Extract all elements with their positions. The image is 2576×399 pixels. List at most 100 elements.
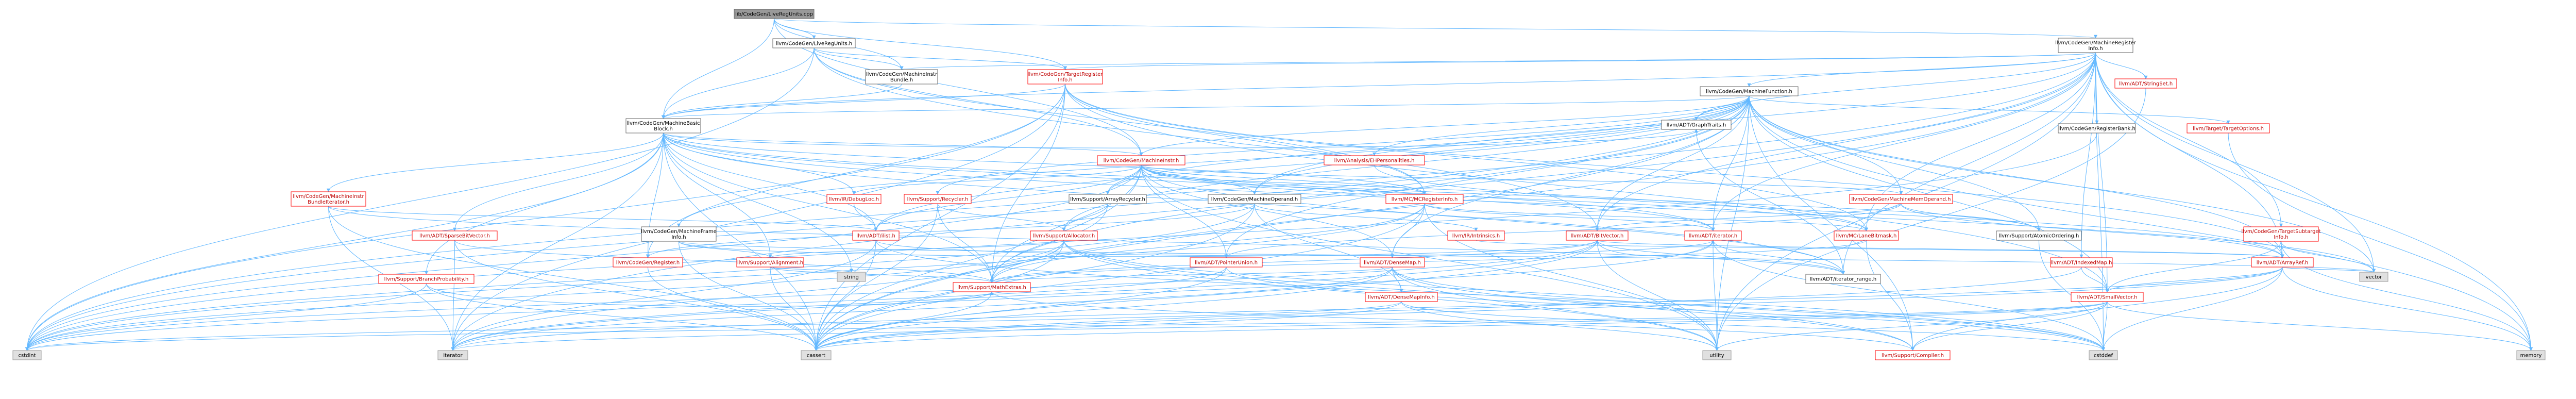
- node-alloc[interactable]: llvm/Support/Allocator.h: [1030, 230, 1098, 241]
- node-tgtopt[interactable]: llvm/Target/TargetOptions.h: [2187, 123, 2270, 134]
- edge-dmi-to-utility: [1401, 301, 1719, 351]
- node-itrange[interactable]: llvm/ADT/iterator_range.h: [1805, 274, 1881, 284]
- node-bprob[interactable]: llvm/Support/BranchProbability.h: [378, 274, 474, 284]
- node-smallvec[interactable]: llvm/ADT/SmallVector.h: [2071, 292, 2144, 302]
- edge-bitvec-to-mathext: [990, 240, 1598, 283]
- node-atomic[interactable]: llvm/Support/AtomicOrdering.h: [1996, 230, 2082, 241]
- node-label: llvm/ADT/ArrayRef.h: [2257, 260, 2309, 266]
- node-label: llvm/Support/Allocator.h: [1033, 234, 1095, 239]
- edge-mi-to-dbg: [852, 164, 1142, 195]
- node-label: llvm/Support/AtomicOrdering.h: [1999, 234, 2079, 239]
- node-mcreg[interactable]: llvm/MC/MCRegisterInfo.h: [1385, 194, 1464, 204]
- edge-mmo-to-arrayref: [1901, 203, 2284, 258]
- node-compiler[interactable]: llvm/Support/Compiler.h: [1875, 350, 1951, 360]
- node-utility[interactable]: utility: [1702, 350, 1732, 360]
- edge-alloc-to-cstdint: [25, 240, 1064, 351]
- node-label: llvm/Support/Compiler.h: [1882, 353, 1944, 359]
- edge-mbb-to-vector: [663, 132, 2376, 273]
- node-bitvec[interactable]: llvm/ADT/BitVector.h: [1566, 230, 1629, 241]
- node-mop[interactable]: llvm/CodeGen/MachineOperand.h: [1208, 194, 1301, 204]
- node-arrayref[interactable]: llvm/ADT/ArrayRef.h: [2251, 257, 2314, 268]
- node-box: [2187, 123, 2270, 134]
- node-register[interactable]: llvm/CodeGen/Register.h: [613, 257, 683, 268]
- node-mathext[interactable]: llvm/Support/MathExtras.h: [953, 282, 1031, 292]
- node-iter[interactable]: llvm/ADT/iterator.h: [1684, 230, 1742, 241]
- edge-dbg-to-ilist: [854, 203, 878, 231]
- node-box: [904, 194, 972, 204]
- edge-mcreg-to-densemap: [1391, 203, 1425, 258]
- node-string[interactable]: string: [837, 272, 866, 282]
- node-gtraits[interactable]: llvm/ADT/GraphTraits.h: [1661, 120, 1732, 130]
- edge-alloc-to-cassert: [814, 240, 1064, 351]
- node-cstddef[interactable]: cstddef: [2089, 350, 2118, 360]
- edge-mi-to-utility: [1141, 164, 1719, 351]
- edge-arrayref-to-iterator: [451, 267, 2283, 351]
- edge-mri-to-mf: [1747, 52, 2096, 87]
- node-label: llvm/CodeGen/TargetSubtarget: [2241, 229, 2320, 235]
- node-mmo[interactable]: llvm/CodeGen/MachineMemOperand.h: [1849, 194, 1953, 204]
- node-box: [1360, 257, 1425, 268]
- edge-mfi-to-cassert: [679, 241, 818, 351]
- node-vector[interactable]: vector: [2359, 272, 2388, 282]
- node-align[interactable]: llvm/Support/Alignment.h: [736, 257, 804, 268]
- edge-sbv-to-mathext: [454, 240, 994, 283]
- node-mbib[interactable]: llvm/CodeGen/MachineInstrBundleIterator.…: [291, 191, 366, 207]
- node-densemap[interactable]: llvm/ADT/DenseMap.h: [1360, 257, 1425, 268]
- edge-mri-to-mbb: [662, 52, 2096, 119]
- edge-tsi-to-memory: [2281, 241, 2533, 351]
- node-irinst[interactable]: llvm/IR/Intrinsics.h: [1447, 230, 1505, 241]
- edge-mri-to-strset: [2095, 52, 2148, 79]
- node-indexbm[interactable]: llvm/ADT/IndexedMap.h: [2050, 257, 2113, 268]
- edge-alloc-to-align: [768, 240, 1064, 258]
- node-mi[interactable]: llvm/CodeGen/MachineInstr.h: [1097, 155, 1185, 165]
- edge-mri-to-arrayref: [2095, 52, 2284, 258]
- node-ptrunion[interactable]: llvm/ADT/PointerUnion.h: [1190, 257, 1263, 268]
- node-dbg[interactable]: llvm/IR/DebugLoc.h: [826, 194, 882, 204]
- node-strset[interactable]: llvm/ADT/StringSet.h: [2114, 78, 2177, 89]
- edge-mbb-to-string: [663, 132, 853, 273]
- node-mf[interactable]: llvm/CodeGen/MachineFunction.h: [1700, 86, 1799, 96]
- node-box: [641, 226, 717, 242]
- edge-lru-to-mcreg: [814, 47, 1427, 195]
- edge-mf-to-cassert: [814, 95, 1750, 351]
- edge-sbv-to-iterator: [451, 240, 455, 351]
- edge-iter-to-cstddef: [1713, 240, 2105, 351]
- node-label: llvm/Support/BranchProbability.h: [384, 277, 469, 282]
- edge-mf-to-eh: [1372, 95, 1750, 156]
- edge-ptrunion-to-cassert: [814, 267, 1227, 351]
- edge-bprob-to-mathext: [426, 283, 994, 307]
- node-rbank[interactable]: llvm/CodeGen/RegisterBank.h: [2058, 123, 2136, 134]
- node-ilist[interactable]: llvm/ADT/ilist.h: [852, 230, 900, 241]
- node-label: llvm/ADT/DenseMapInfo.h: [1368, 295, 1435, 301]
- node-label: Bundle.h: [890, 77, 913, 83]
- node-iterator[interactable]: iterator: [437, 350, 468, 360]
- edge-bitvec-to-itrange: [1597, 240, 1845, 275]
- node-arec[interactable]: llvm/Support/ArrayRecycler.h: [1069, 194, 1147, 204]
- node-box: [613, 257, 683, 268]
- node-cstdint[interactable]: cstdint: [12, 350, 42, 360]
- node-cassert[interactable]: cassert: [801, 350, 832, 360]
- node-label: utility: [1709, 353, 1724, 359]
- node-lanemask[interactable]: llvm/MC/LaneBitmask.h: [1834, 230, 1899, 241]
- edge-root-to-tri: [774, 18, 1067, 70]
- edge-irinst-to-arrayref: [1476, 240, 2284, 258]
- node-memory[interactable]: memory: [2516, 350, 2546, 360]
- node-sbv[interactable]: llvm/ADT/SparseBitVector.h: [412, 230, 498, 241]
- edge-mi-to-itrange: [1141, 164, 1845, 275]
- node-label: llvm/Target/TargetOptions.h: [2193, 126, 2264, 132]
- node-eh[interactable]: llvm/Analysis/EHPersonalities.h: [1324, 155, 1425, 165]
- node-recycler[interactable]: llvm/Support/Recycler.h: [904, 194, 972, 204]
- edge-mib-to-mbb: [662, 84, 902, 119]
- edge-recycler-to-mathext: [937, 203, 994, 283]
- edge-mbb-to-bprob: [425, 132, 664, 275]
- node-lru[interactable]: llvm/CodeGen/LiveRegUnits.h: [772, 38, 856, 48]
- node-dmi[interactable]: llvm/ADT/DenseMapInfo.h: [1365, 292, 1438, 302]
- node-label: llvm/CodeGen/MachineBasic: [626, 121, 700, 126]
